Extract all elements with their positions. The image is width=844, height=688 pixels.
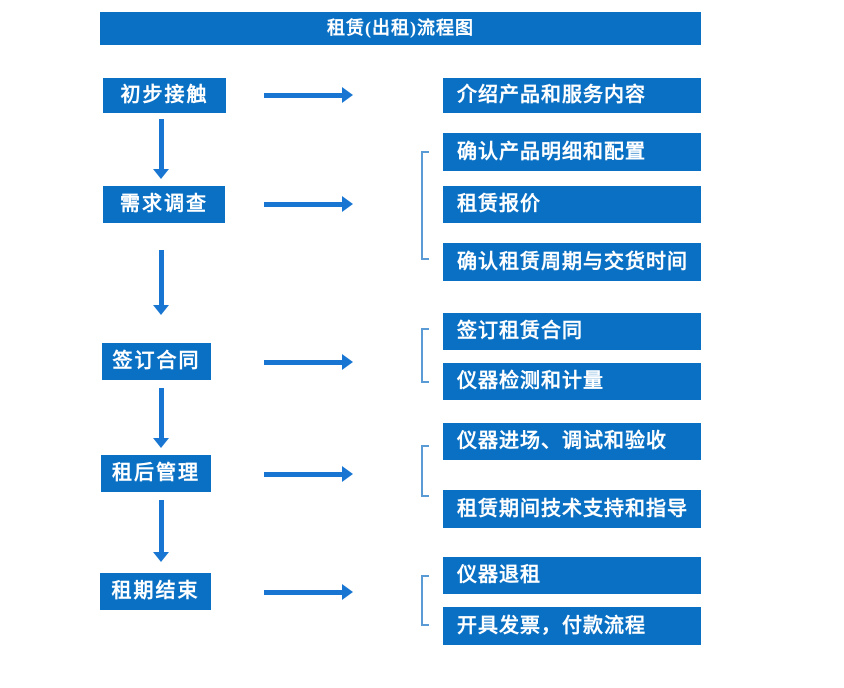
down-arrow-head — [153, 169, 169, 179]
right-arrow-head — [342, 354, 353, 370]
down-arrow — [153, 388, 169, 448]
right-arrow-head — [342, 466, 353, 482]
detail-box-instrument-inspection: 仪器检测和计量 — [443, 363, 701, 400]
step-box-rental-end: 租期结束 — [100, 573, 211, 610]
group-bracket — [421, 328, 429, 383]
diagram-title: 租赁(出租)流程图 — [100, 12, 701, 45]
right-arrow-shaft — [264, 92, 342, 98]
right-arrow — [264, 466, 353, 482]
step-box-demand-survey: 需求调查 — [103, 186, 225, 223]
right-arrow-head — [342, 196, 353, 212]
down-arrow-head — [153, 438, 169, 448]
step-box-initial-contact: 初步接触 — [103, 78, 226, 113]
right-arrow-shaft — [264, 201, 342, 207]
step-box-post-rental-management: 租后管理 — [101, 455, 211, 492]
detail-box-technical-support: 租赁期间技术支持和指导 — [443, 490, 701, 528]
detail-box-confirm-period-delivery: 确认租赁周期与交货时间 — [443, 243, 701, 281]
right-arrow-head — [342, 87, 353, 103]
right-arrow — [264, 196, 353, 212]
right-arrow-shaft — [264, 359, 342, 365]
down-arrow — [153, 250, 169, 315]
right-arrow-shaft — [264, 471, 342, 477]
detail-box-introduce-products: 介绍产品和服务内容 — [443, 78, 701, 113]
group-bracket — [421, 151, 429, 260]
down-arrow-shaft — [158, 388, 164, 438]
down-arrow-shaft — [158, 500, 164, 552]
down-arrow-head — [153, 552, 169, 562]
detail-box-invoice-payment: 开具发票，付款流程 — [443, 607, 701, 645]
step-box-sign-contract: 签订合同 — [102, 343, 211, 380]
down-arrow-shaft — [158, 250, 164, 305]
detail-box-instrument-return: 仪器退租 — [443, 557, 701, 594]
detail-box-sign-rental-contract: 签订租赁合同 — [443, 313, 701, 350]
down-arrow — [153, 500, 169, 562]
right-arrow-head — [342, 584, 353, 600]
down-arrow-head — [153, 305, 169, 315]
detail-box-confirm-product-config: 确认产品明细和配置 — [443, 133, 701, 171]
right-arrow — [264, 354, 353, 370]
right-arrow — [264, 584, 353, 600]
detail-box-instrument-setup-acceptance: 仪器进场、调试和验收 — [443, 423, 701, 460]
right-arrow-shaft — [264, 589, 342, 595]
group-bracket — [421, 445, 429, 497]
down-arrow-shaft — [158, 119, 164, 169]
group-bracket — [421, 575, 429, 626]
right-arrow — [264, 87, 353, 103]
down-arrow — [153, 119, 169, 179]
detail-box-rental-quotation: 租赁报价 — [443, 186, 701, 223]
